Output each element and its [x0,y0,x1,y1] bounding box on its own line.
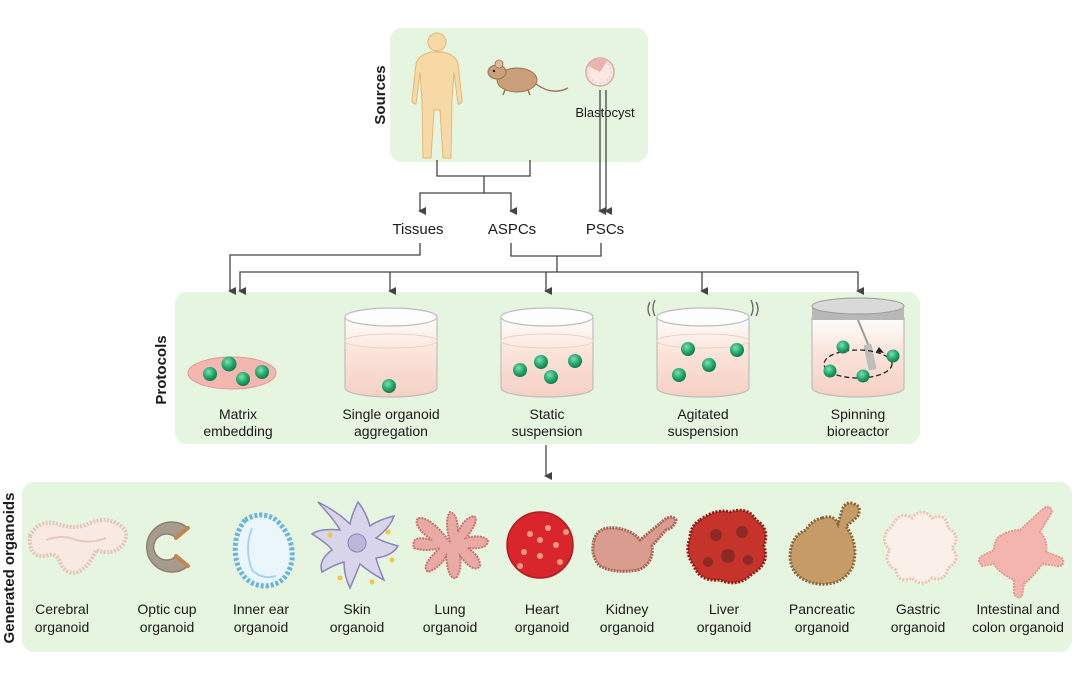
organoid-label: Intestinal and colon organoid [972,601,1064,635]
protocol-label-line2: embedding [203,423,272,439]
spinning-bioreactor-icon [811,297,905,398]
organoid-label-line2: organoid [423,619,478,635]
blastocyst-icon [585,57,615,87]
protocol-label-line1: Matrix [219,406,257,422]
liver-organoid-icon [686,508,768,585]
organoid-label-line1: Kidney [606,601,649,617]
organoid-label: Optic cup organoid [137,601,196,635]
human-figure-icon [411,32,463,159]
protocol-label: Spinning bioreactor [827,406,890,439]
organoid-label-line1: Optic cup [137,601,196,617]
heart-organoid-icon [506,511,574,579]
protocol-label: Agitated suspension [668,406,739,439]
aspcs-label: ASPCs [488,221,536,238]
organoid-label-line2: organoid [515,619,570,635]
organoid-label-line2: organoid [697,619,752,635]
mouse-icon [487,59,569,96]
protocol-label-line2: aggregation [354,423,428,439]
organoid-label-line2: colon organoid [972,619,1064,635]
organoid-label-line1: Cerebral [35,601,89,617]
organoid-label: Cerebral organoid [35,601,90,635]
static-suspension-dish-icon [500,307,594,398]
protocol-label-line2: suspension [512,423,583,439]
organoid-label: Skin organoid [330,601,385,635]
tissues-label: Tissues [392,221,443,238]
pancreatic-organoid-icon [788,501,861,586]
protocol-label-line2: suspension [668,423,739,439]
inner-ear-organoid-icon [232,512,295,589]
organoid-label-line2: organoid [795,619,850,635]
organoid-label: Inner ear organoid [233,601,289,635]
organoid-label-line2: organoid [140,619,195,635]
intestinal-organoid-icon [978,505,1065,599]
single-aggregation-dish-icon [344,307,438,398]
source-connectors [418,90,612,215]
protocol-label-line2: bioreactor [827,423,890,439]
protocol-label-line1: Static [529,406,564,422]
organoid-label-line1: Gastric [896,601,940,617]
blastocyst-label: Blastocyst [575,105,635,120]
protocol-connectors [228,243,864,480]
organoid-label-line2: organoid [234,619,289,635]
cerebral-organoid-icon [27,518,129,575]
matrix-embedding-icon [187,356,277,390]
optic-cup-organoid-icon [146,521,190,573]
organoid-label: Liver organoid [697,601,752,635]
organoid-label: Pancreatic organoid [789,601,855,635]
kidney-organoid-icon [591,515,678,573]
organoid-label: Heart organoid [515,601,570,635]
sources-title: Sources [372,65,389,124]
pscs-label: PSCs [586,221,624,238]
organoid-label: Gastric organoid [891,601,946,635]
agitated-suspension-dish-icon [647,299,759,398]
organoid-label-line1: Intestinal and [976,601,1059,617]
organoid-label-line2: organoid [891,619,946,635]
organoid-label-line2: organoid [35,619,90,635]
lung-organoid-icon [412,510,490,580]
organoid-label-line1: Heart [525,601,559,617]
skin-organoid-icon [310,500,400,590]
organoids-title: Generated organoids [1,493,18,644]
organoid-label: Kidney organoid [600,601,655,635]
organoid-label-line1: Lung [434,601,465,617]
protocol-label-line1: Single organoid [342,406,439,422]
organoid-label-line2: organoid [600,619,655,635]
protocol-label: Single organoid aggregation [342,406,439,439]
protocols-title: Protocols [153,335,170,404]
organoid-label-line1: Liver [709,601,740,617]
organoid-label-line1: Pancreatic [789,601,855,617]
organoid-label: Lung organoid [423,601,478,635]
protocol-label-line1: Spinning [831,406,886,422]
organoid-label-line2: organoid [330,619,385,635]
protocol-label: Static suspension [512,406,583,439]
protocol-label: Matrix embedding [203,406,272,439]
organoid-label-line1: Skin [343,601,370,617]
organoid-label-line1: Inner ear [233,601,289,617]
protocol-label-line1: Agitated [677,406,728,422]
gastric-organoid-icon [883,510,958,585]
